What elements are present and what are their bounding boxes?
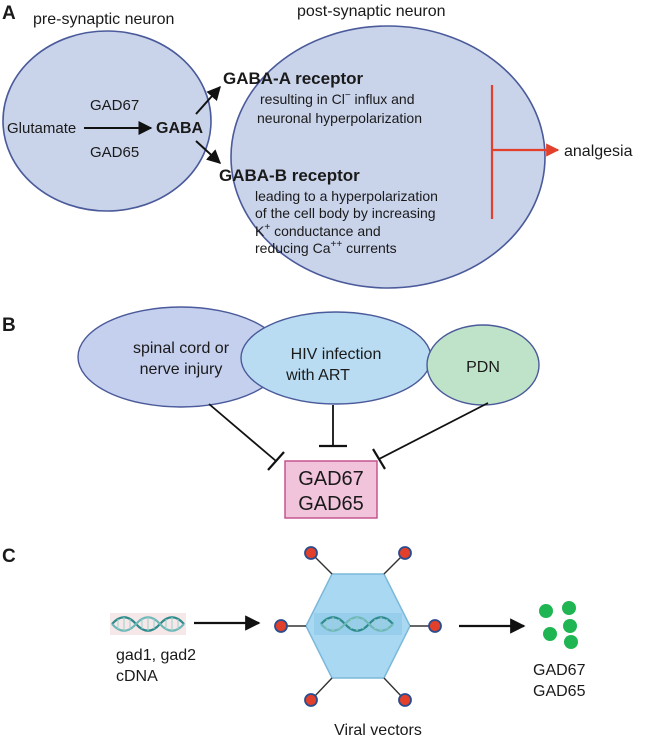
post-synaptic-neuron bbox=[230, 25, 546, 289]
pre-synaptic-title: pre-synaptic neuron bbox=[33, 11, 174, 28]
glutamate-label: Glutamate bbox=[7, 120, 76, 137]
dna-helix-icon bbox=[110, 613, 186, 635]
post-synaptic-title: post-synaptic neuron bbox=[297, 3, 446, 20]
gad-target-box bbox=[284, 460, 378, 519]
injury-label-line-1: spinal cord or bbox=[133, 340, 230, 357]
gad67-protein-label: GAD67 bbox=[533, 662, 586, 679]
panel-c: C gad1, gad2 cDNA Viral vectors bbox=[2, 546, 586, 739]
gaba-b-description-line-4: reducing Ca++ currents bbox=[255, 239, 397, 256]
gaba-a-description-line-1: resulting in Cl− influx and bbox=[260, 90, 415, 107]
gaba-b-description-line-3: K+ conductance and bbox=[255, 222, 381, 239]
gad65-target-label: GAD65 bbox=[298, 493, 364, 515]
gad65-enzyme-label: GAD65 bbox=[90, 144, 139, 161]
gad65-protein-label: GAD65 bbox=[533, 683, 586, 700]
gaba-label: GABA bbox=[156, 120, 204, 137]
viral-vector-icon bbox=[274, 546, 442, 707]
panel-a: A pre-synaptic neuron post-synaptic neur… bbox=[2, 3, 633, 289]
viral-vectors-caption: Viral vectors bbox=[334, 722, 422, 739]
gaba-to-gaba-b-arrow bbox=[195, 140, 222, 164]
gaba-to-gaba-a-arrow bbox=[195, 85, 221, 115]
gaba-a-receptor-label: GABA-A receptor bbox=[223, 69, 363, 88]
pdn-label: PDN bbox=[466, 359, 500, 376]
cdna-label-line-1: gad1, gad2 bbox=[116, 647, 196, 664]
panel-letter-a: A bbox=[2, 3, 16, 24]
gaba-b-description-line-1: leading to a hyperpolarization bbox=[255, 188, 438, 204]
gaba-b-receptor-label: GABA-B receptor bbox=[219, 166, 360, 185]
protein-dots-icon bbox=[539, 601, 578, 649]
gaba-b-description-line-2: of the cell body by increasing bbox=[255, 205, 436, 221]
panel-b: B spinal cord or nerve injury HIV infect… bbox=[2, 306, 540, 519]
hiv-label-line-1: HIV infection bbox=[291, 346, 382, 363]
pdn-inhibition-bar bbox=[372, 448, 386, 470]
injury-inhibition-bar bbox=[267, 451, 285, 471]
injury-label-line-2: nerve injury bbox=[140, 361, 223, 378]
gad67-enzyme-label: GAD67 bbox=[90, 97, 139, 114]
injury-inhibition-line bbox=[208, 403, 277, 462]
pre-synaptic-neuron bbox=[2, 30, 212, 212]
panel-letter-b: B bbox=[2, 315, 16, 336]
pdn-inhibition-line bbox=[378, 402, 489, 460]
gad67-target-label: GAD67 bbox=[298, 468, 364, 490]
gaba-a-description-line-2: neuronal hyperpolarization bbox=[257, 110, 422, 126]
panel-letter-c: C bbox=[2, 546, 16, 567]
hiv-label-line-2: with ART bbox=[285, 367, 350, 384]
analgesia-label: analgesia bbox=[564, 143, 633, 160]
cdna-label-line-2: cDNA bbox=[116, 668, 158, 685]
